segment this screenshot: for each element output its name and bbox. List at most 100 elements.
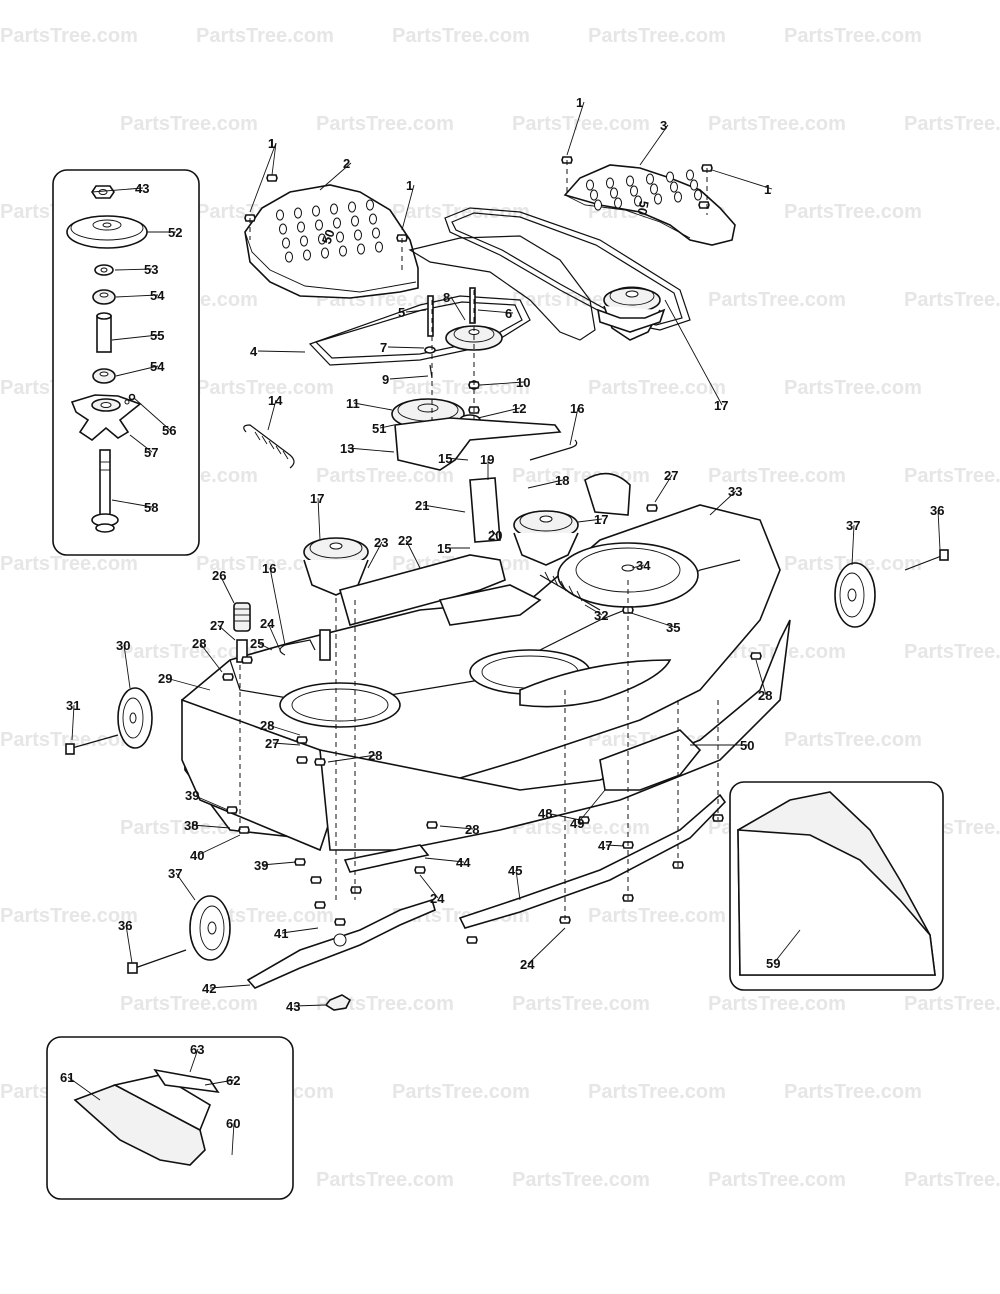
watermark-text: PartsTree.com [196, 553, 334, 575]
watermark-text: PartsTree.com [784, 201, 922, 223]
watermark-text: PartsTree.com [588, 905, 726, 927]
callout-15b: 15 [437, 541, 451, 556]
watermark-text: PartsTree.com [708, 465, 846, 487]
watermark-text: PartsTree.com [904, 113, 1000, 135]
callout-28b: 28 [260, 718, 274, 733]
watermark-text: PartsTree.com [784, 1081, 922, 1103]
callout-42: 42 [202, 981, 216, 996]
wheel-30 [117, 687, 153, 749]
callout-4: 4 [250, 344, 258, 359]
alignment-lines [239, 160, 719, 920]
callout-48: 48 [538, 806, 552, 821]
watermark-text: PartsTree.com [196, 905, 334, 927]
wheel-37-rear [834, 562, 876, 628]
watermark-text: PartsTree.com [588, 1081, 726, 1103]
callout-53: 53 [144, 262, 158, 277]
pulley-17-middle [513, 510, 579, 566]
callout-26: 26 [212, 568, 226, 583]
callout-6: 6 [505, 306, 512, 321]
watermark-text: PartsTree.com [784, 377, 922, 399]
left-belt-shield: 50 [244, 184, 419, 299]
callout-1b: 1 [268, 136, 275, 151]
idler-arm [319, 477, 542, 661]
callout-27c: 27 [265, 736, 279, 751]
callout-63: 63 [190, 1042, 204, 1057]
watermark-text: PartsTree.com [784, 25, 922, 47]
callout-37a: 37 [846, 518, 860, 533]
watermark-text: PartsTree.com [512, 817, 650, 839]
watermark-text: PartsTree.com [512, 993, 650, 1015]
watermark-text: PartsTree.com [0, 553, 138, 575]
spring-32 [539, 574, 601, 611]
callout-15a: 15 [438, 451, 452, 466]
callout-50: 50 [740, 738, 754, 753]
watermark-text: PartsTree.com [392, 1081, 530, 1103]
callout-58: 58 [144, 500, 158, 515]
callout-7: 7 [380, 340, 387, 355]
callout-39b: 39 [254, 858, 268, 873]
watermark-text: PartsTree.com [708, 289, 846, 311]
watermark-text: PartsTree.com [708, 1169, 846, 1191]
watermark-text: PartsTree.com [904, 465, 1000, 487]
watermark-text: PartsTree.com [904, 289, 1000, 311]
callout-16a: 16 [570, 401, 584, 416]
callout-5: 5 [398, 305, 405, 320]
callout-32: 32 [594, 608, 608, 623]
callout-3: 3 [660, 118, 667, 133]
callout-11: 11 [346, 396, 360, 411]
callout-22: 22 [398, 533, 412, 548]
callout-17b: 17 [310, 491, 324, 506]
watermark-text: PartsTree.com [708, 993, 846, 1015]
watermark-text: PartsTree.com [316, 993, 454, 1015]
idler-assembly [391, 287, 562, 471]
callout-36b: 36 [118, 918, 132, 933]
watermark-text: PartsTree.com [0, 729, 138, 751]
callout-30: 30 [116, 638, 130, 653]
watermark-text: PartsTree.com [708, 113, 846, 135]
baffle-44 [343, 844, 430, 873]
chute-kit-inset [46, 1036, 294, 1200]
watermark-text: PartsTree.com [316, 465, 454, 487]
callout-51: 51 [372, 421, 386, 436]
j-hook-16b [529, 439, 578, 461]
callout-24b: 24 [430, 891, 445, 906]
callout-25: 25 [250, 636, 264, 651]
right-belt-shield: 50 [563, 164, 736, 246]
chute-bracket [599, 729, 702, 791]
spindle-inset [52, 169, 200, 556]
axle-bolts [65, 549, 949, 974]
callout-36a: 36 [930, 503, 944, 518]
watermark-text: PartsTree.com [120, 993, 258, 1015]
callout-28e: 28 [758, 688, 772, 703]
watermark-text: PartsTree.com [196, 377, 334, 399]
callout-35: 35 [666, 620, 680, 635]
callout-1e: 1 [764, 182, 771, 197]
watermark-text: PartsTree.com [904, 1169, 1000, 1191]
hardware [222, 156, 762, 1011]
callout-47: 47 [598, 838, 612, 853]
callout-1d: 1 [576, 95, 583, 110]
watermark-text: PartsTree.com [904, 641, 1000, 663]
callout-9: 9 [382, 372, 389, 387]
callout-27a: 27 [210, 618, 224, 633]
callout-16b: 16 [262, 561, 276, 576]
callout-41: 41 [274, 926, 288, 941]
callout-20: 20 [488, 528, 502, 543]
mower-deck [181, 472, 791, 852]
spring-14 [243, 424, 295, 469]
callout-1c: 1 [406, 178, 413, 193]
watermark-text: PartsTree.com [120, 113, 258, 135]
watermark-text: PartsTree.com [392, 377, 530, 399]
callout-21: 21 [415, 498, 429, 513]
callout-2: 2 [343, 156, 350, 171]
watermark-text: PartsTree.com [392, 25, 530, 47]
callout-61: 61 [60, 1070, 74, 1085]
callout-8: 8 [443, 290, 450, 305]
callout-60: 60 [226, 1116, 240, 1131]
callout-43b: 43 [286, 999, 300, 1014]
watermark-text: PartsTree.com [784, 729, 922, 751]
callout-52: 52 [168, 225, 182, 240]
callout-40: 40 [190, 848, 204, 863]
